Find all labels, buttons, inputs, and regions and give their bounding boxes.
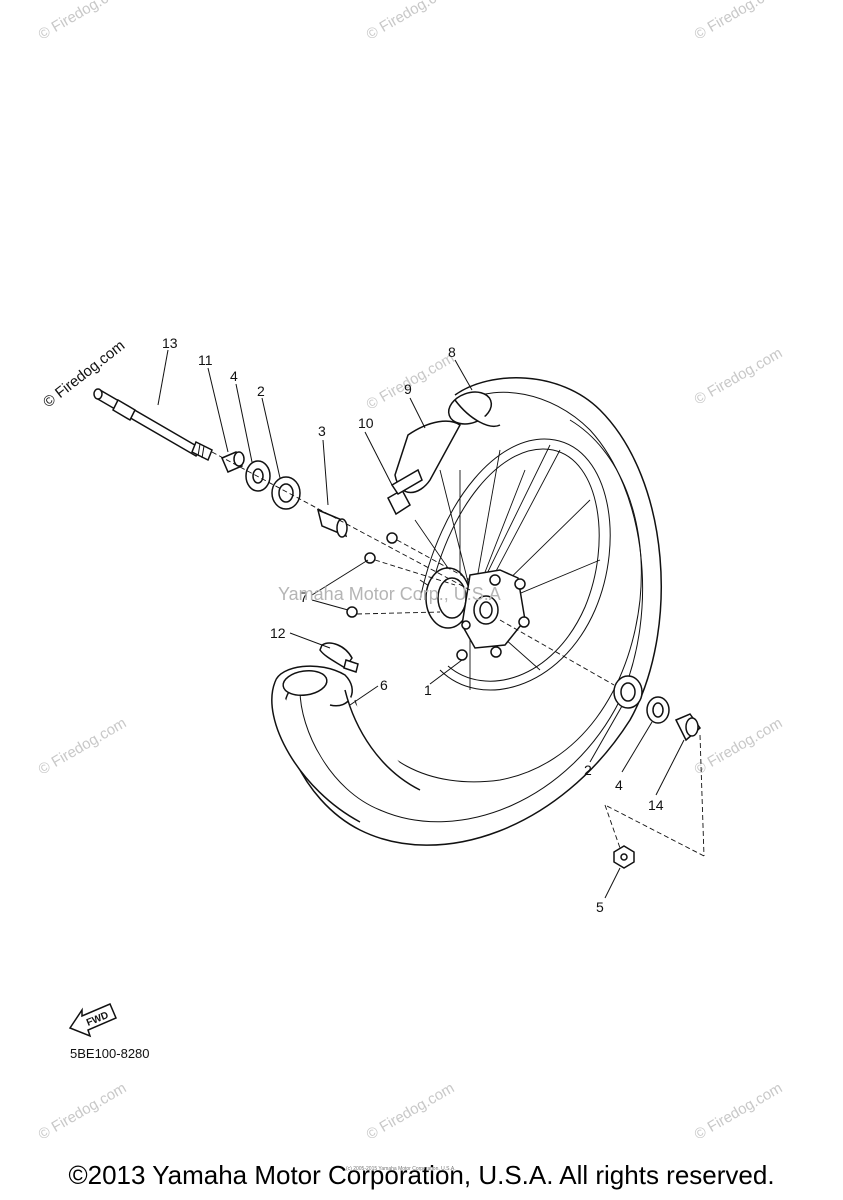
watermark: © Firedog.com [364,1079,458,1143]
copyright-notice: ©2013 Yamaha Motor Corporation, U.S.A. A… [68,1160,775,1190]
callout-4: 4 [230,368,238,384]
callout-12: 14 [648,797,664,813]
hub-1 [425,567,530,661]
callout-8: 9 [404,381,412,397]
small-print: (c) 2005-2015 Yamaha Motor Corporation, … [346,1166,456,1172]
leader-lines [157,349,685,899]
diagram-code: 5BE100-8280 [70,1046,150,1061]
callout-7: 8 [448,344,456,360]
callout-9: 10 [358,415,374,431]
callout-4: 4 [615,777,623,793]
rim [419,438,611,691]
watermark: © Firedog.com [692,714,786,778]
watermark: © Firedog.com [364,0,458,43]
callouts: 13 11 4 2 3 10 9 8 7 12 6 1 2 4 14 5 [162,335,664,915]
fwd-arrow-icon: FWD [68,1003,117,1038]
callout-3: 3 [318,423,326,439]
callout-6: 7 [300,589,308,605]
callout-13: 11 [198,352,213,368]
watermark: © Firedog.com [36,0,130,43]
callout-1: 1 [424,682,432,698]
callout-11: 13 [162,335,178,351]
front-wheel [271,377,662,846]
callout-5: 6 [380,677,388,693]
bolts-6 [346,532,471,618]
axle-11 [93,388,213,462]
watermark: © Firedog.com [692,0,786,43]
watermark: © Firedog.com [36,1079,130,1143]
assembly-lines [211,451,705,857]
callout-2: 2 [584,762,592,778]
watermark: © Firedog.com [692,1079,786,1143]
watermark: © Firedog.com [36,714,130,778]
callout-2: 2 [257,383,265,399]
callout-10: 12 [270,625,286,641]
callout-14: 5 [596,899,604,915]
center-watermark: Yamaha Motor Corp., U.S.A [278,584,501,604]
watermark: © Firedog.com [692,344,786,408]
